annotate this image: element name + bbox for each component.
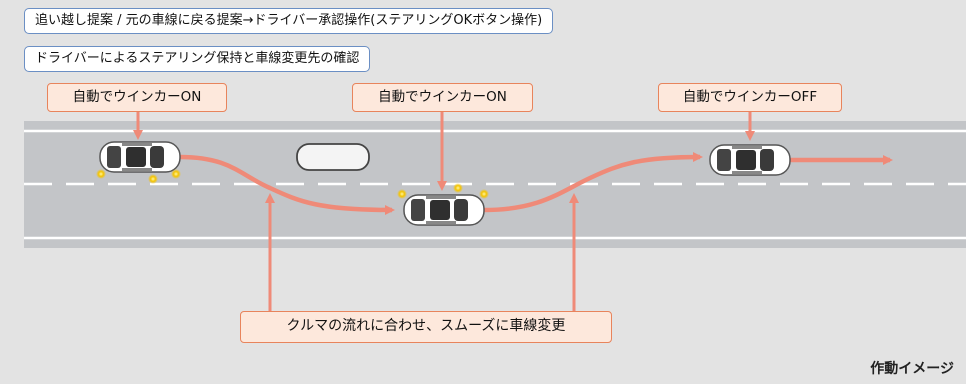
blinker-light [397,189,407,199]
blinker-on-label-1: 自動でウインカーON [47,83,227,112]
blinker-light [148,174,158,184]
return-path [483,152,703,213]
blinker-light [479,189,489,199]
proposal-approval-box: 追い越し提案 / 元の車線に戻る提案→ドライバー承認操作(ステアリングOKボタン… [24,8,554,34]
ego-car-1 [99,141,181,173]
blinker-light [96,169,106,179]
other-car [296,143,370,171]
smooth-lane-change-label: クルマの流れに合わせ、スムーズに車線変更 [240,311,612,343]
driver-check-box: ドライバーによるステアリング保持と車線変更先の確認 [24,46,371,72]
blinker-light [171,169,181,179]
caption: 作動イメージ [870,361,954,377]
ego-car-2 [403,194,485,226]
ego-car-3 [709,144,791,176]
lane-change-path [179,154,395,215]
blinker-light [453,183,463,193]
blinker-off-label: 自動でウインカーOFF [658,83,842,112]
blinker-on-label-2: 自動でウインカーON [352,83,533,112]
